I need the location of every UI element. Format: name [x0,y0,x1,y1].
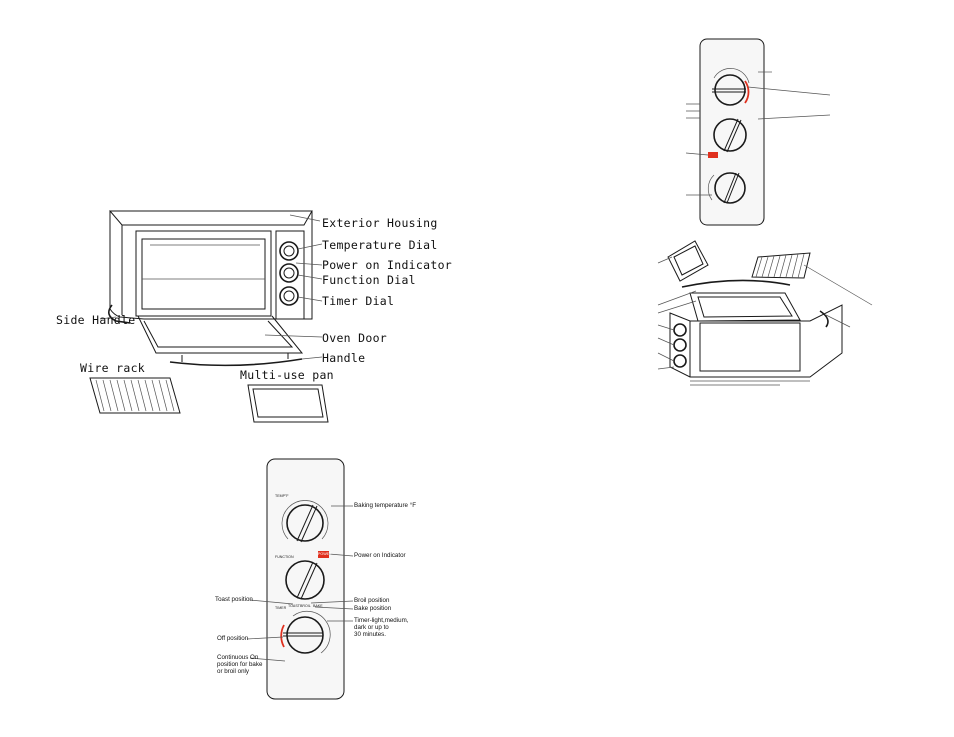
label-timer-light: Timer-light,medium, dark or up to 30 min… [354,617,409,638]
mirror-power-badge [708,152,718,158]
leader-power-indicator-cp [328,553,354,557]
oven-mirror-illustration [657,240,873,386]
multi-use-pan-drawing [247,384,329,423]
control-panel-mirror-illustration [685,38,831,226]
oven-mirror [650,235,880,410]
label-power-indicator-cp: Power on Indicator [354,552,406,559]
control-panel-mirror [650,35,840,235]
power-badge-text: POWER [318,552,332,556]
label-temperature-dial: Temperature Dial [322,238,438,252]
oven-door-outline [137,315,304,354]
oven-side-handle [108,304,131,324]
oven-front-frame [135,230,272,317]
function-dial [285,560,325,600]
oven-door-glass [143,320,294,348]
label-function-dial: Function Dial [322,273,416,287]
mirror-handle [681,279,791,288]
control-panel-illustration [246,458,354,700]
label-timer-dial: Timer Dial [322,294,395,308]
oven-handle-brackets [181,353,289,362]
mirror-pan [667,240,709,282]
mirror-wire-rack [751,252,811,279]
function-position-broil: BROIL [300,604,311,608]
leader-broil-position [310,600,354,604]
leader-bake-position [314,606,354,610]
control-panel-diagram: TEMP°F POWER FUNCTION TIMER TOAST BROIL … [205,455,416,705]
timer-dial-title: TIMER [275,606,287,610]
mirror-door [689,292,801,322]
leader-handle [301,356,323,360]
mirror-knob-1 [673,323,687,337]
mirror-body [669,304,843,378]
label-exterior-housing: Exterior Housing [322,216,438,230]
mirror-window [699,322,801,372]
mirror-knob-2 [673,338,687,352]
leader-exterior-housing [289,214,321,222]
label-handle: Handle [322,351,366,365]
mirror-function-dial [713,118,747,152]
leader-toast-position [249,599,294,605]
oven-illustration [89,210,329,423]
label-off-position: Off position [217,635,249,642]
label-toast-position: Toast position [215,596,253,603]
oven-top-outline [108,210,313,226]
mirror-knob-3 [673,354,687,368]
label-side-handle: Side Handle [56,313,136,327]
function-position-toast: TOAST [288,604,300,608]
label-continuous-on: Continuous On position for bake or broil… [217,654,263,675]
label-multi-use-pan: Multi-use pan [240,368,334,382]
label-wire-rack: Wire rack [80,361,146,375]
leader-power-indicator [295,262,323,266]
power-badge-bg [318,551,329,558]
leader-timer-dial [297,296,323,302]
mirror-side-handle [819,310,829,328]
leader-function-dial [297,274,323,280]
mirror-timer-dial [714,172,746,204]
label-power-indicator: Power on Indicator [322,258,453,272]
oven-control-column [275,230,305,320]
leader-temperature-dial [297,243,323,250]
function-dial-title: FUNCTION [275,555,294,559]
wire-rack-drawing [89,377,181,414]
oven-timer-knob [279,286,299,306]
oven-window [141,238,266,310]
timer-dial [280,610,331,654]
oven-door-handle [169,358,303,367]
mirror-temp-dial [714,74,746,106]
oven-temperature-knob [279,241,299,261]
label-bake-position: Bake position [354,605,392,612]
leader-oven-door [264,334,323,338]
oven-function-knob [279,263,299,283]
label-oven-door: Oven Door [322,331,388,345]
oven-diagram-panel: Exterior Housing Temperature Dial Power … [40,195,452,440]
temp-dial-title: TEMP°F [275,494,289,498]
function-position-bake: BAKE [313,604,323,608]
label-baking-temp: Baking temperature °F [354,502,416,509]
oven-body-outline [109,211,313,320]
leader-continuous-on [249,657,286,662]
leader-side-handle [99,316,117,320]
label-broil-position: Broil position [354,597,390,604]
leader-off-position [246,636,284,640]
temperature-dial [281,500,329,543]
